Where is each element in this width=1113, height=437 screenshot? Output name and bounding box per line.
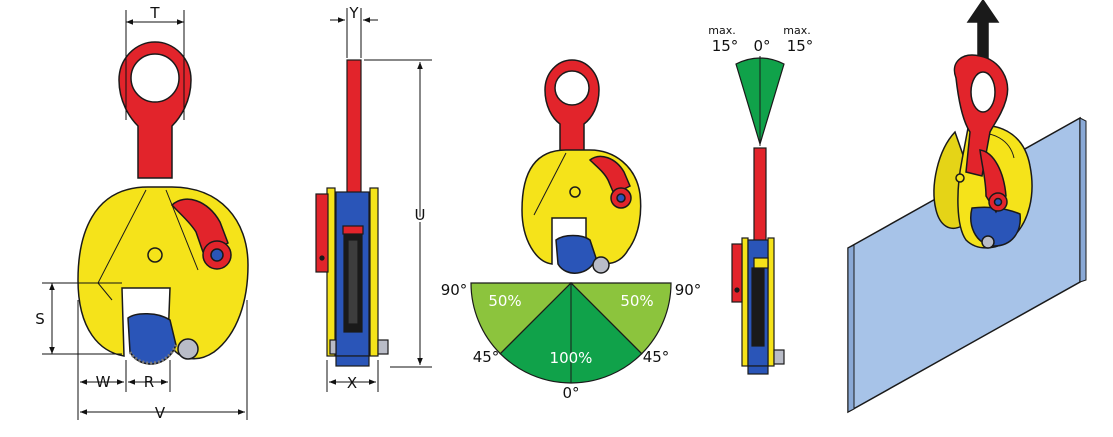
side-dimensions bbox=[326, 8, 432, 392]
dim-s-label: S bbox=[35, 310, 45, 328]
front-pivot-pin bbox=[147, 247, 163, 263]
tilt-0: 0° bbox=[753, 37, 770, 55]
tilt-lever bbox=[731, 243, 743, 303]
lift-arrow-icon bbox=[966, 0, 1000, 59]
side-lever bbox=[315, 193, 329, 273]
dim-w-label: W bbox=[96, 373, 111, 391]
side-plate-right bbox=[369, 187, 379, 357]
tilt-max-left: max. bbox=[708, 24, 735, 37]
side-view-clamp bbox=[315, 59, 389, 367]
front-view-clamp bbox=[77, 41, 249, 365]
pct-50-left: 50% bbox=[488, 292, 521, 310]
sector-50-left bbox=[470, 282, 573, 355]
front-eye-hole bbox=[130, 53, 180, 103]
load-sector-diagram bbox=[470, 282, 672, 384]
angle-45-right: 45° bbox=[643, 348, 670, 366]
pct-50-right: 50% bbox=[620, 292, 653, 310]
dim-u-label: U bbox=[415, 206, 426, 224]
tilt-shackle bbox=[753, 147, 767, 249]
dim-v-label: V bbox=[155, 404, 166, 422]
tilt-15-left: 15° bbox=[712, 37, 739, 55]
pct-100-center: 100% bbox=[550, 349, 593, 367]
front-bolt bbox=[177, 338, 199, 360]
angle-45-left: 45° bbox=[473, 348, 500, 366]
front-dimensions bbox=[42, 10, 248, 420]
dim-x-label: X bbox=[347, 374, 357, 392]
dim-t-label: T bbox=[149, 4, 160, 22]
tilt-15-right: 15° bbox=[787, 37, 814, 55]
angle-0: 0° bbox=[562, 384, 579, 402]
tilt-diagram bbox=[731, 56, 785, 375]
dim-y-label: Y bbox=[348, 4, 359, 22]
plate-lift-illustration bbox=[847, 0, 1087, 414]
dim-r-label: R bbox=[144, 373, 154, 391]
tilt-max-right: max. bbox=[783, 24, 810, 37]
angle-90-left: 90° bbox=[441, 281, 468, 299]
angle-90-right: 90° bbox=[675, 281, 702, 299]
sector-50-right bbox=[569, 282, 672, 355]
load-view-clamp bbox=[521, 59, 642, 274]
